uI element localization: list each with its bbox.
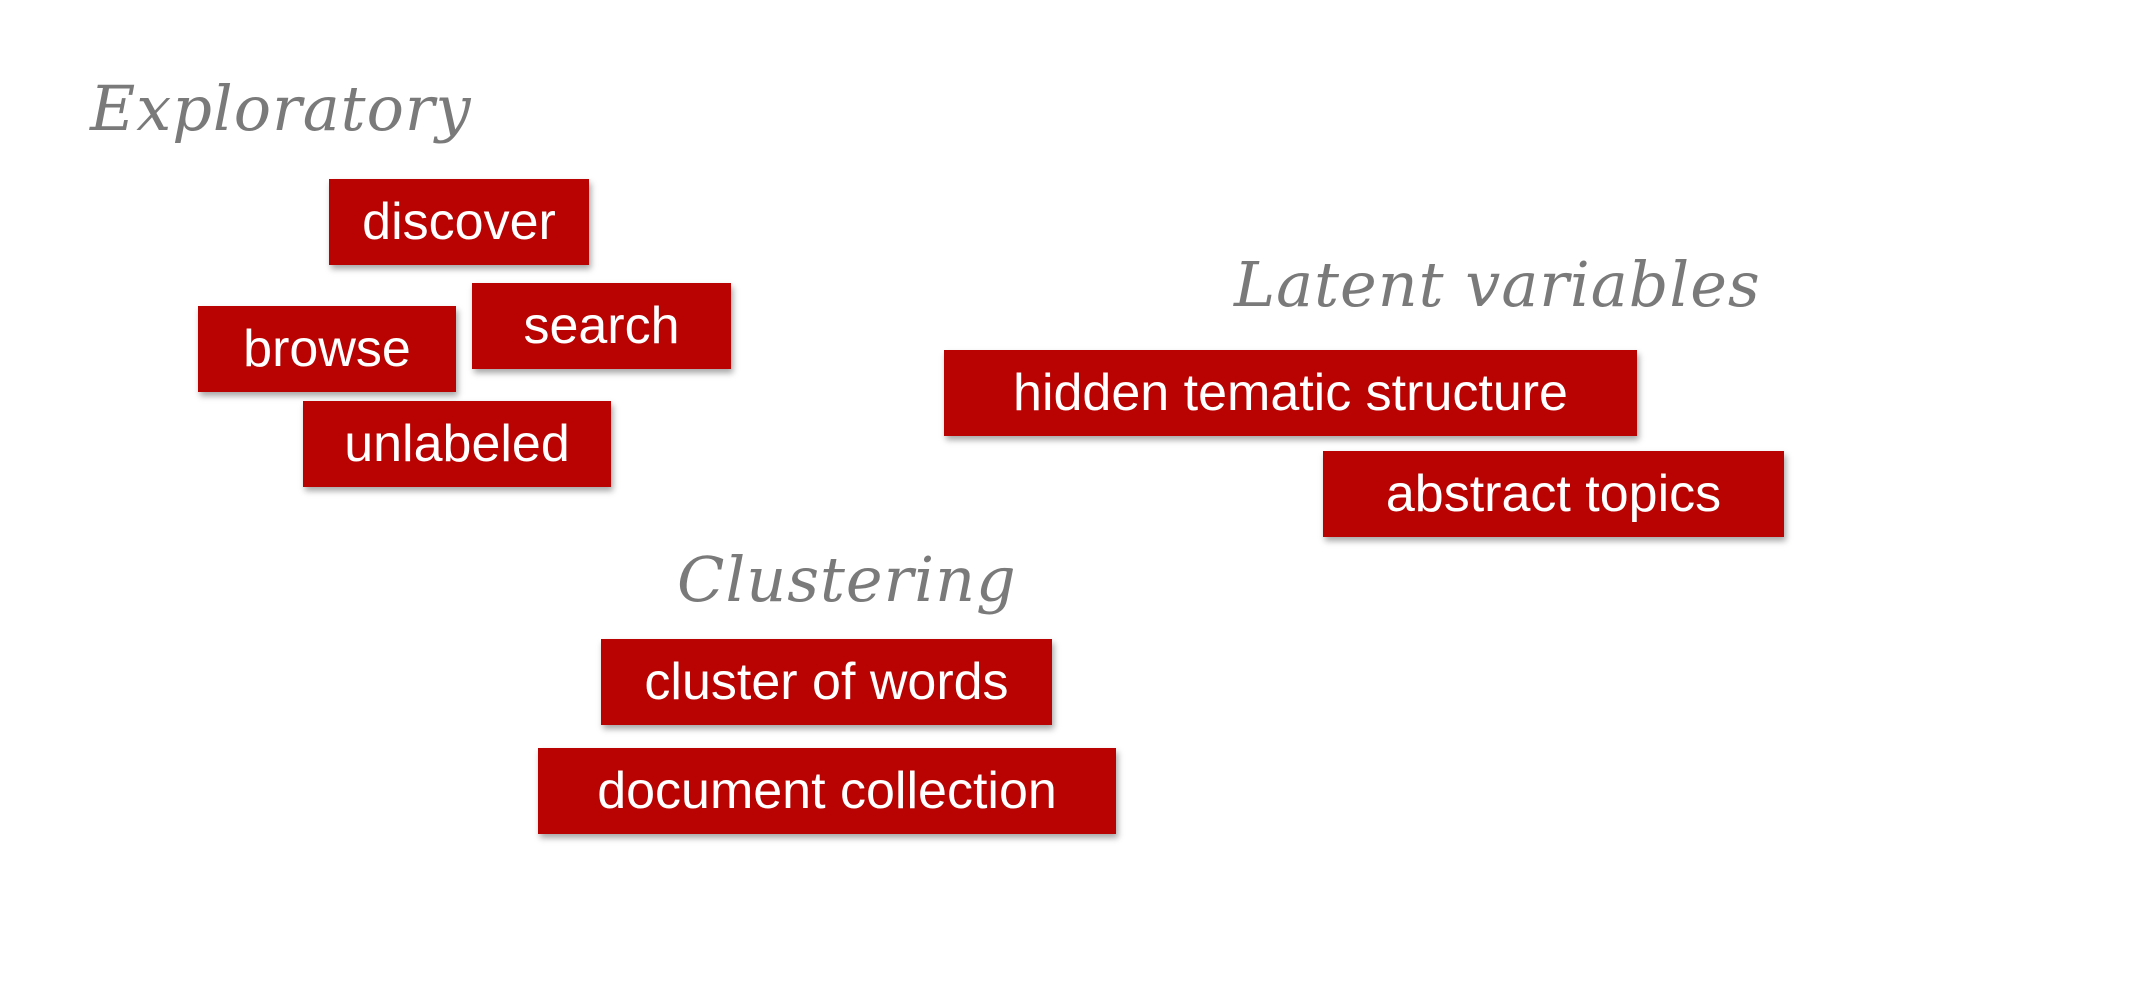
tag-document-collection: document collection xyxy=(538,748,1116,834)
tag-abstract-topics: abstract topics xyxy=(1323,451,1784,537)
tag-cluster-of-words: cluster of words xyxy=(601,639,1052,725)
tag-discover: discover xyxy=(329,179,589,265)
exploratory-heading: Exploratory xyxy=(90,72,472,145)
tag-unlabeled: unlabeled xyxy=(303,401,611,487)
tag-hidden-tematic-structure: hidden tematic structure xyxy=(944,350,1637,436)
tag-search: search xyxy=(472,283,731,369)
tag-browse: browse xyxy=(198,306,456,392)
clustering-heading: Clustering xyxy=(677,543,1017,616)
latent-variables-heading: Latent variables xyxy=(1234,248,1761,321)
